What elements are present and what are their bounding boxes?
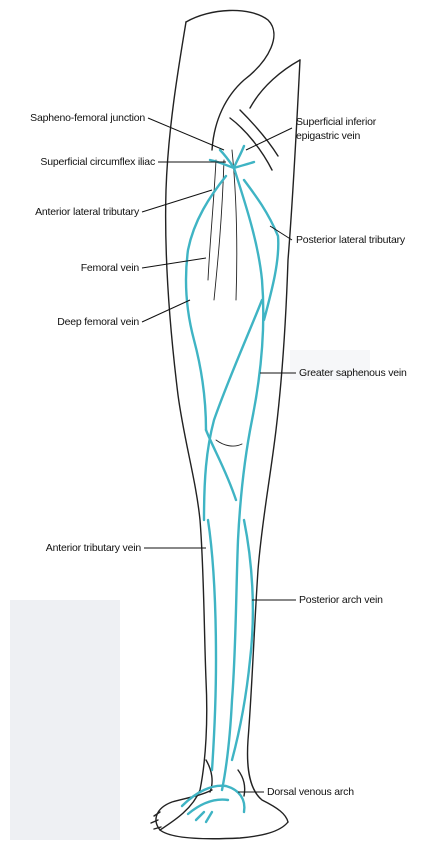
- dorsal-venous-arch: [182, 786, 244, 812]
- background-artifact: [10, 600, 120, 840]
- label-posterior-arch-vein: Posterior arch vein: [299, 594, 383, 606]
- label-superficial-inferior-epigastric-line2: epigastric vein: [296, 130, 360, 142]
- label-dorsal-venous-arch: Dorsal venous arch: [267, 786, 354, 798]
- anterior-tributary-vein: [208, 520, 216, 770]
- label-posterior-lateral-tributary: Posterior lateral tributary: [296, 234, 405, 246]
- label-anterior-lateral-tributary: Anterior lateral tributary: [5, 206, 139, 218]
- label-anterior-tributary-vein: Anterior tributary vein: [5, 542, 141, 554]
- label-superficial-inferior-epigastric-line1: Superficial inferior: [296, 116, 376, 128]
- label-superficial-circumflex-iliac: Superficial circumflex iliac: [10, 156, 155, 168]
- label-deep-femoral-vein: Deep femoral vein: [10, 316, 139, 328]
- label-sapheno-femoral-junction: Sapheno-femoral junction: [10, 112, 145, 124]
- label-femoral-vein: Femoral vein: [20, 262, 139, 274]
- label-greater-saphenous-vein: Greater saphenous vein: [299, 367, 407, 379]
- anterior-lateral-tributary: [186, 176, 226, 430]
- veins: [182, 146, 278, 822]
- posterior-lateral-tributary: [244, 180, 278, 320]
